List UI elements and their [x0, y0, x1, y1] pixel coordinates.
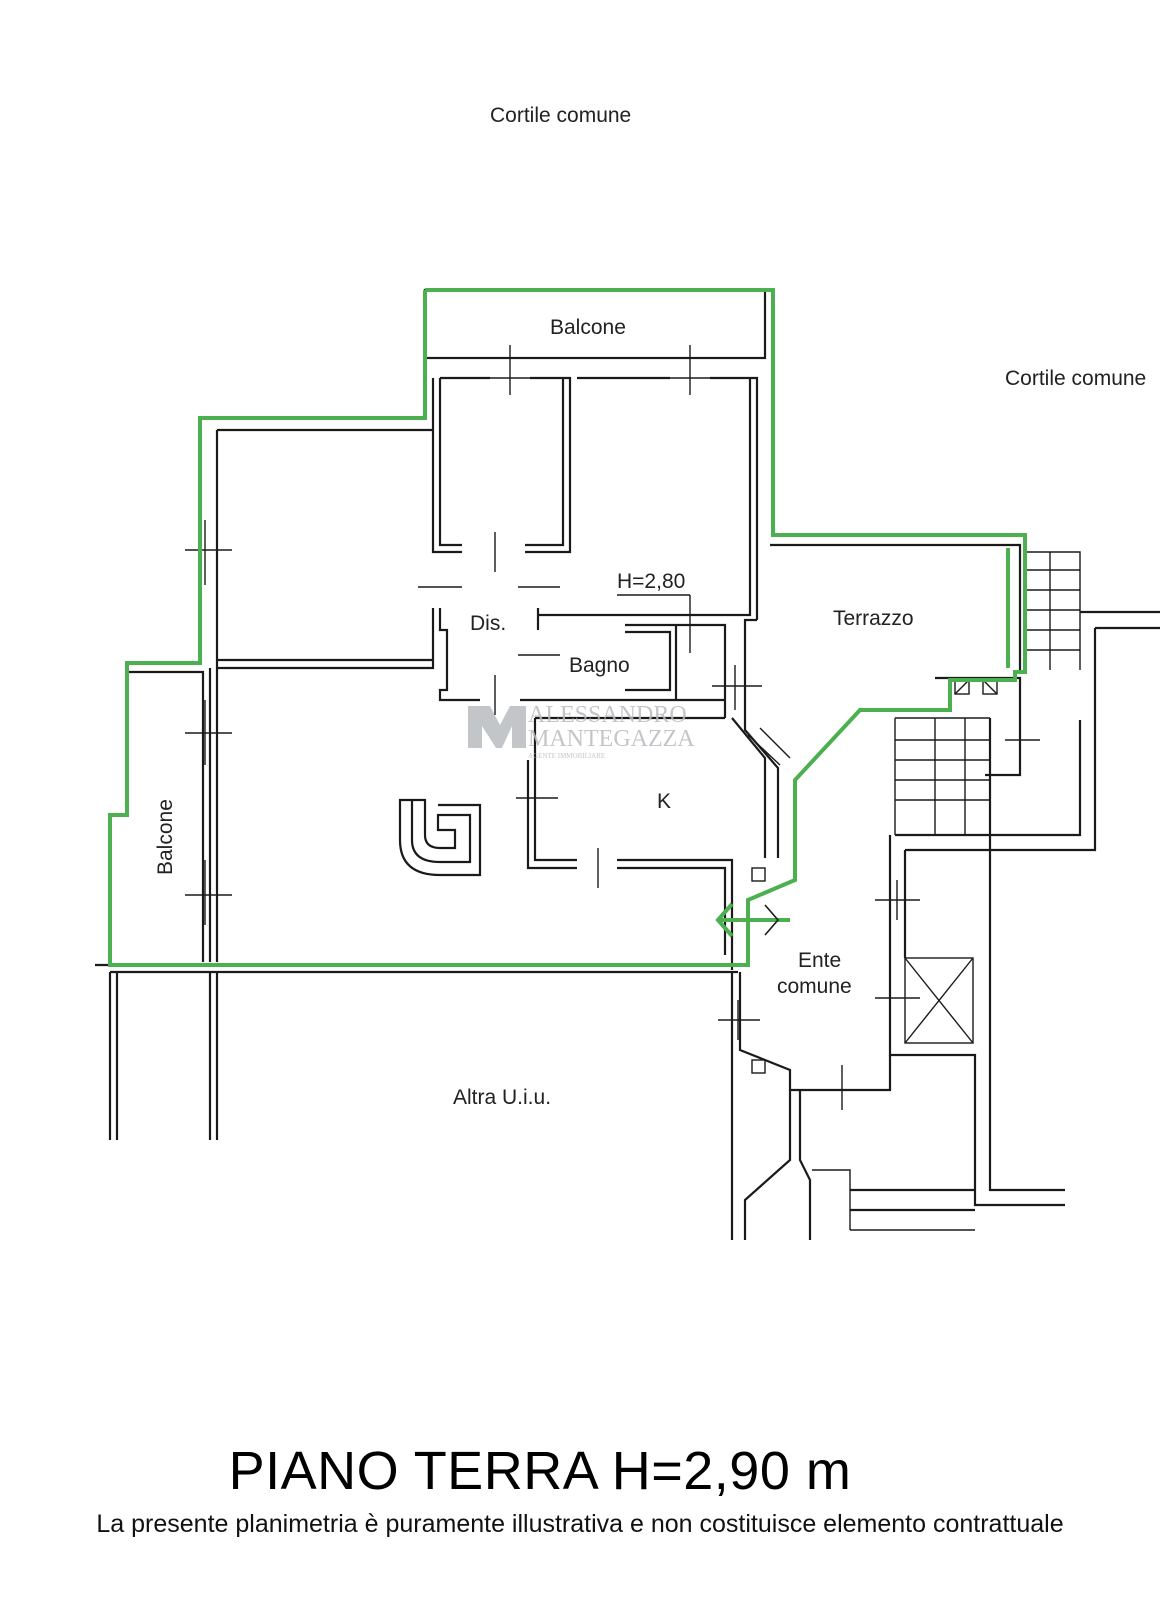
label-cortile-right: Cortile comune [1005, 367, 1146, 390]
label-bagno: Bagno [569, 654, 630, 677]
fireplace-symbol [398, 798, 482, 877]
entrance-arrow-icon [715, 902, 790, 938]
plan-title: PIANO TERRA H=2,90 m [228, 1441, 852, 1501]
floor-plan: ALESSANDRO MANTEGAZZA AGENTE IMMOBILIARE… [95, 104, 1160, 1240]
label-height-note: H=2,80 [617, 570, 685, 593]
walls [95, 376, 1160, 1240]
watermark-line3: AGENTE IMMOBILIARE [528, 752, 605, 760]
label-altra: Altra U.i.u. [453, 1086, 551, 1109]
label-cortile-top: Cortile comune [490, 104, 631, 127]
label-balcone-left: Balcone [154, 799, 177, 875]
label-kitchen: K [657, 790, 671, 813]
unit-boundary [108, 288, 1027, 967]
label-balcone-top: Balcone [550, 316, 626, 339]
watermark: ALESSANDRO MANTEGAZZA AGENTE IMMOBILIARE [468, 702, 695, 760]
label-ente-line2: comune [777, 975, 852, 998]
label-dis: Dis. [470, 612, 506, 635]
window-marks [185, 345, 1040, 1110]
disclaimer-note: La presente planimetria è puramente illu… [96, 1510, 1064, 1538]
watermark-line1: ALESSANDRO [528, 702, 687, 728]
watermark-line2: MANTEGAZZA [528, 726, 695, 752]
label-terrazzo: Terrazzo [833, 607, 914, 630]
label-ente-line1: Ente [798, 949, 841, 972]
